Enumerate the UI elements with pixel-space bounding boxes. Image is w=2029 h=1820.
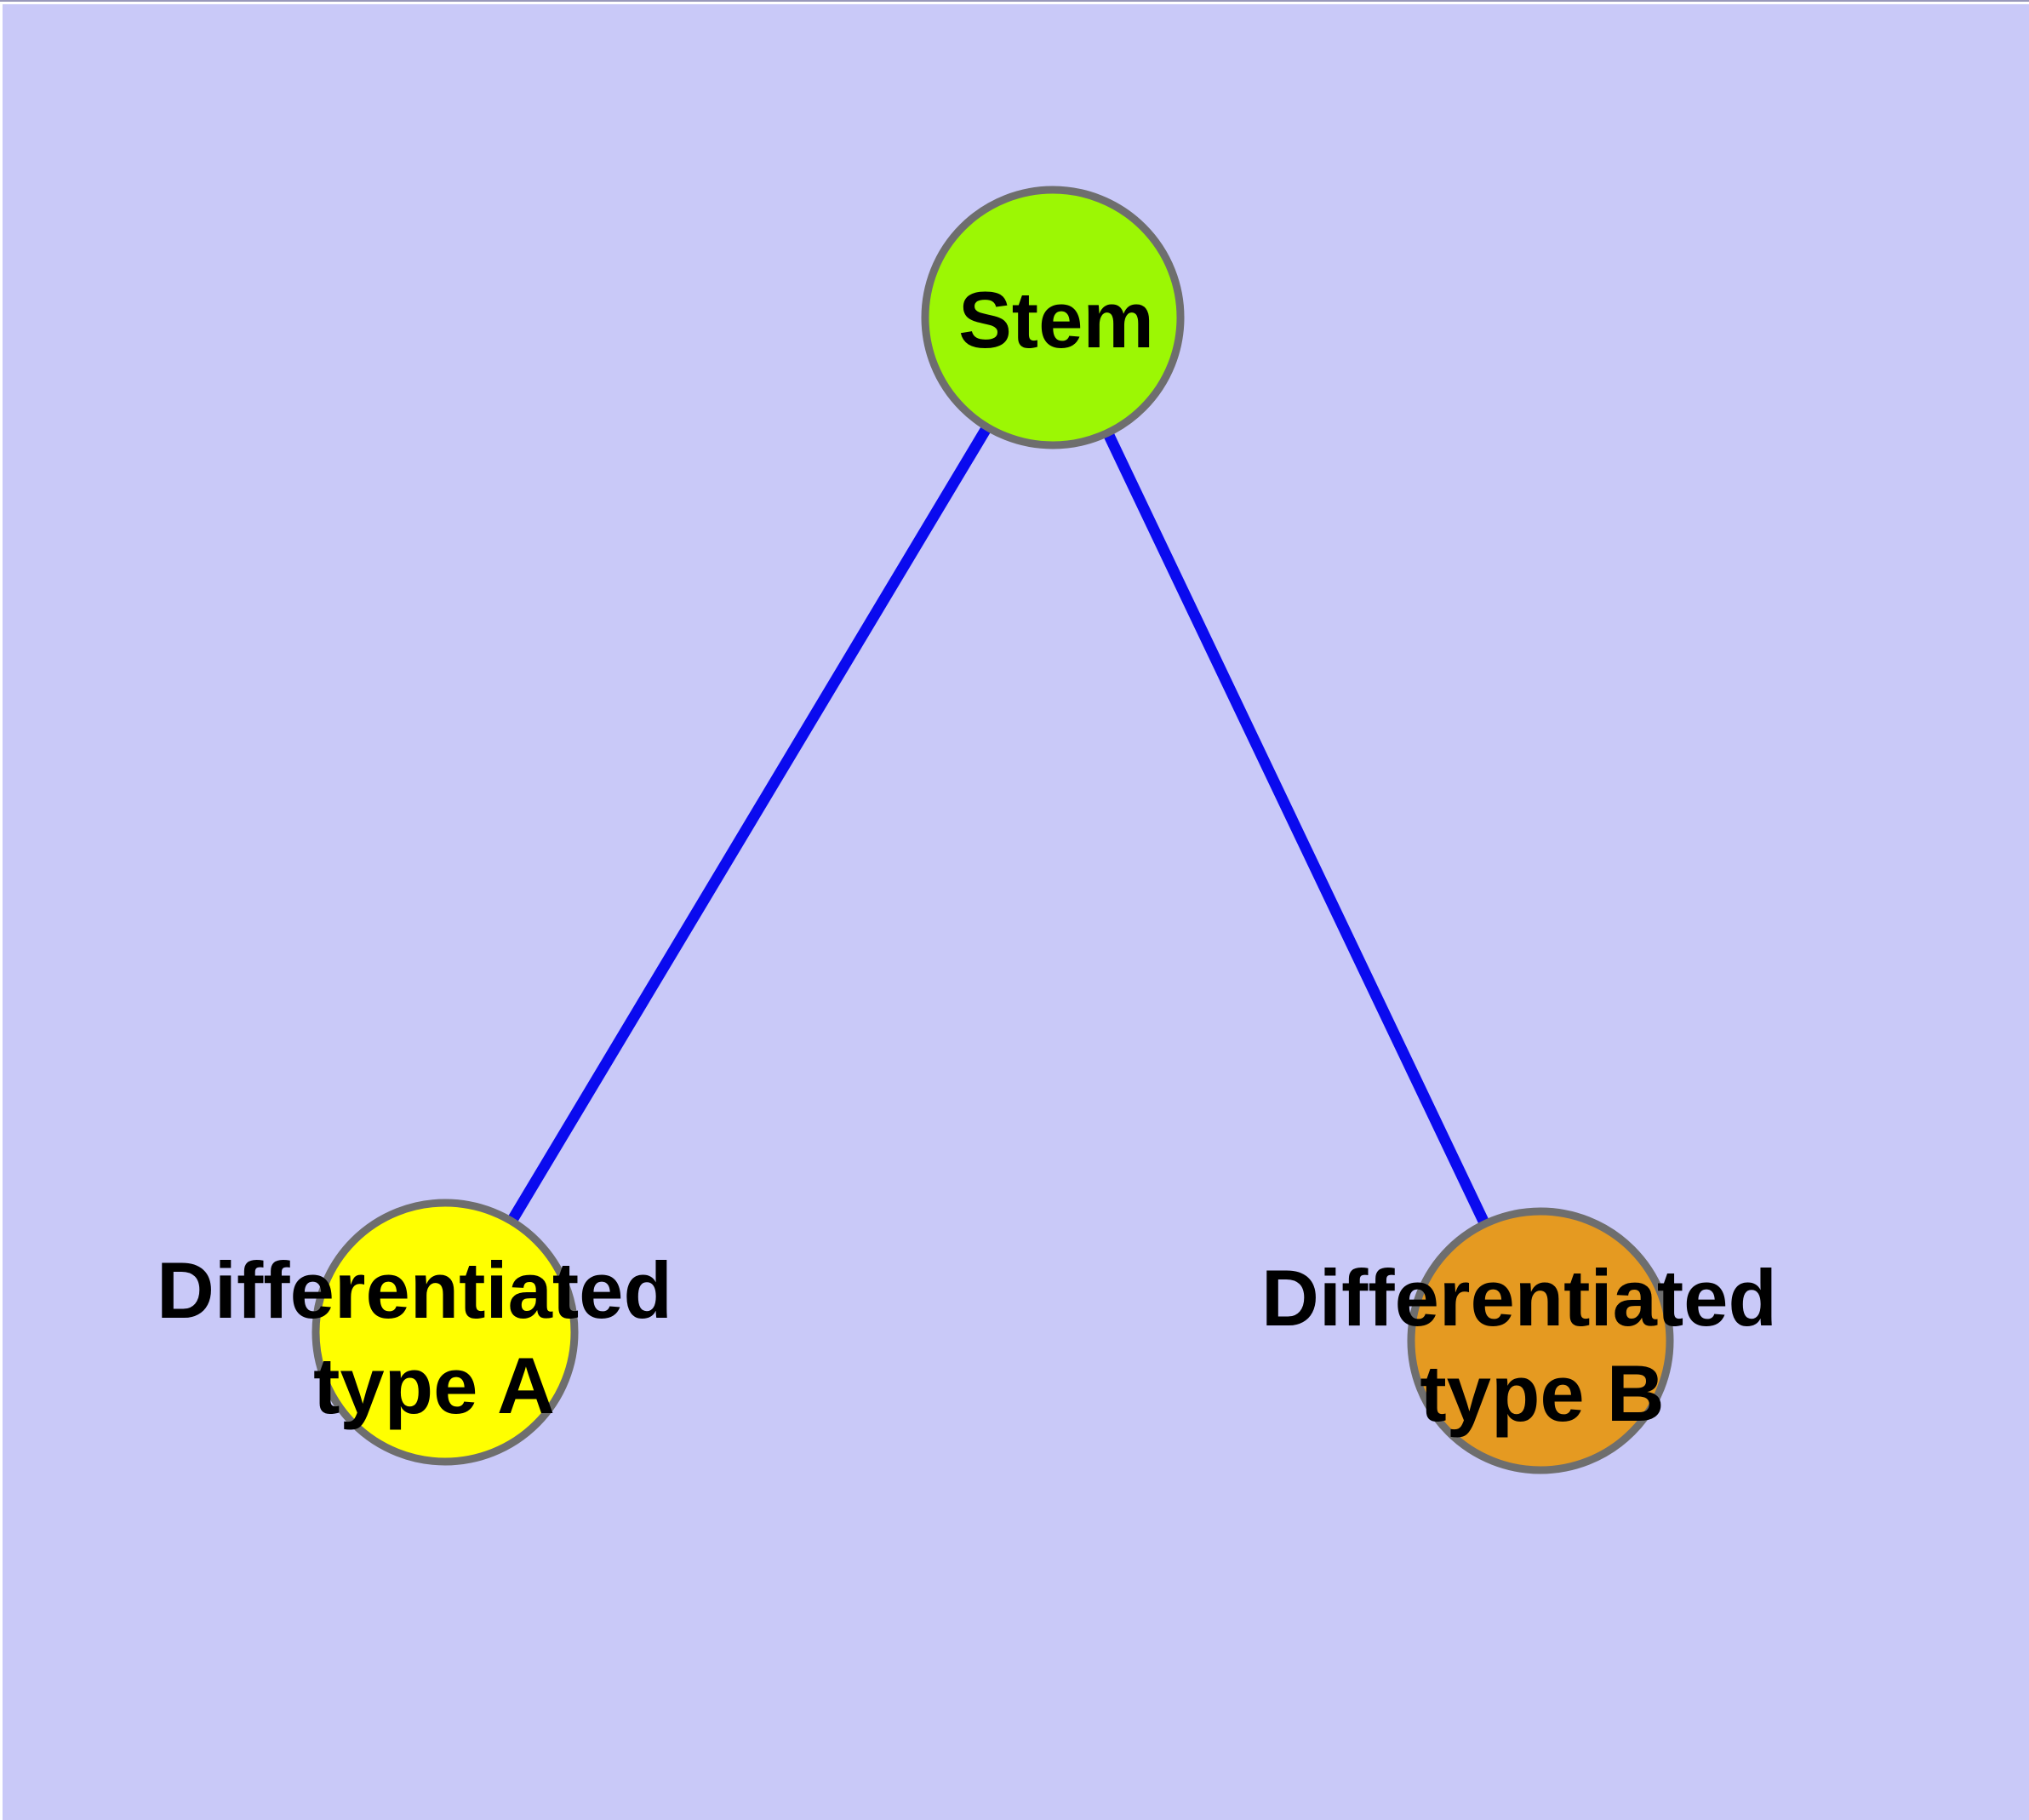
node-label-differentiated-type-b: Differentiated type B: [1261, 1253, 1799, 1438]
node-label-stem: Stem: [958, 275, 1154, 364]
node-stem: [921, 186, 1185, 449]
edge-stem-to-type-a: [440, 314, 1058, 1336]
node-differentiated-type-a: [311, 1199, 579, 1466]
top-edge-line: [0, 0, 2029, 2]
node-label-type-b-line2: type B: [1420, 1348, 1664, 1438]
node-label-differentiated-type-a: Differentiated type A: [157, 1245, 694, 1430]
node-label-type-a-line2: type A: [313, 1341, 555, 1430]
node-label-type-a-line1: Differentiated: [157, 1245, 672, 1335]
node-differentiated-type-b: [1407, 1207, 1674, 1474]
edge-stem-to-type-b: [1048, 315, 1546, 1343]
node-label-type-b-line1: Differentiated: [1261, 1253, 1777, 1342]
